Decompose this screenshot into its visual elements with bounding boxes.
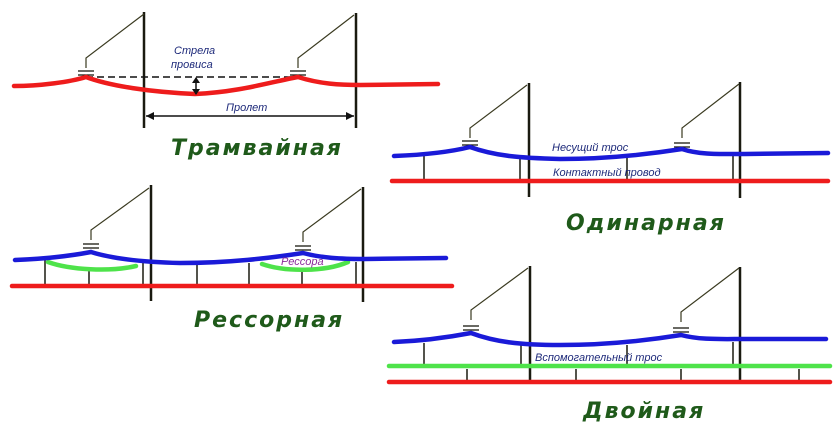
contact-wire xyxy=(11,74,441,97)
tram-diagram: Стрела провиса Пролет Трамвайная xyxy=(11,12,441,161)
bracket-right xyxy=(680,267,740,322)
bracket-right xyxy=(302,188,362,242)
single-title: Одинарная xyxy=(566,211,726,236)
messenger-wire xyxy=(391,144,831,162)
auxiliary-label: Вспомогательный трос xyxy=(535,352,663,364)
tram-title: Трамвайная xyxy=(171,136,343,161)
spring-label: Рессора xyxy=(281,256,324,268)
messenger-wire xyxy=(12,249,449,266)
messenger-label: Несущий трос xyxy=(552,142,629,154)
bracket-left xyxy=(90,187,150,240)
double-title: Двойная xyxy=(582,399,705,424)
contact-label: Контактный провод xyxy=(553,167,661,179)
span-label: Пролет xyxy=(226,102,267,114)
bracket-left xyxy=(469,84,528,138)
messenger-wire xyxy=(391,330,829,348)
spring-title: Рессорная xyxy=(194,308,344,333)
bracket-right xyxy=(297,14,355,68)
sag-label-line1: Стрела xyxy=(174,45,215,57)
double-diagram: Вспомогательный трос Двойная xyxy=(386,266,833,424)
spring-diagram: Рессора Рессорная xyxy=(9,185,455,333)
bracket-left xyxy=(85,13,145,68)
sag-label-line2: провиса xyxy=(171,59,213,71)
spring-wire-right xyxy=(259,259,351,272)
spring-wire-left xyxy=(45,259,139,272)
bracket-left xyxy=(470,267,529,320)
bracket-right xyxy=(681,83,740,138)
single-diagram: Несущий трос Контактный провод Одинарная xyxy=(389,82,831,236)
